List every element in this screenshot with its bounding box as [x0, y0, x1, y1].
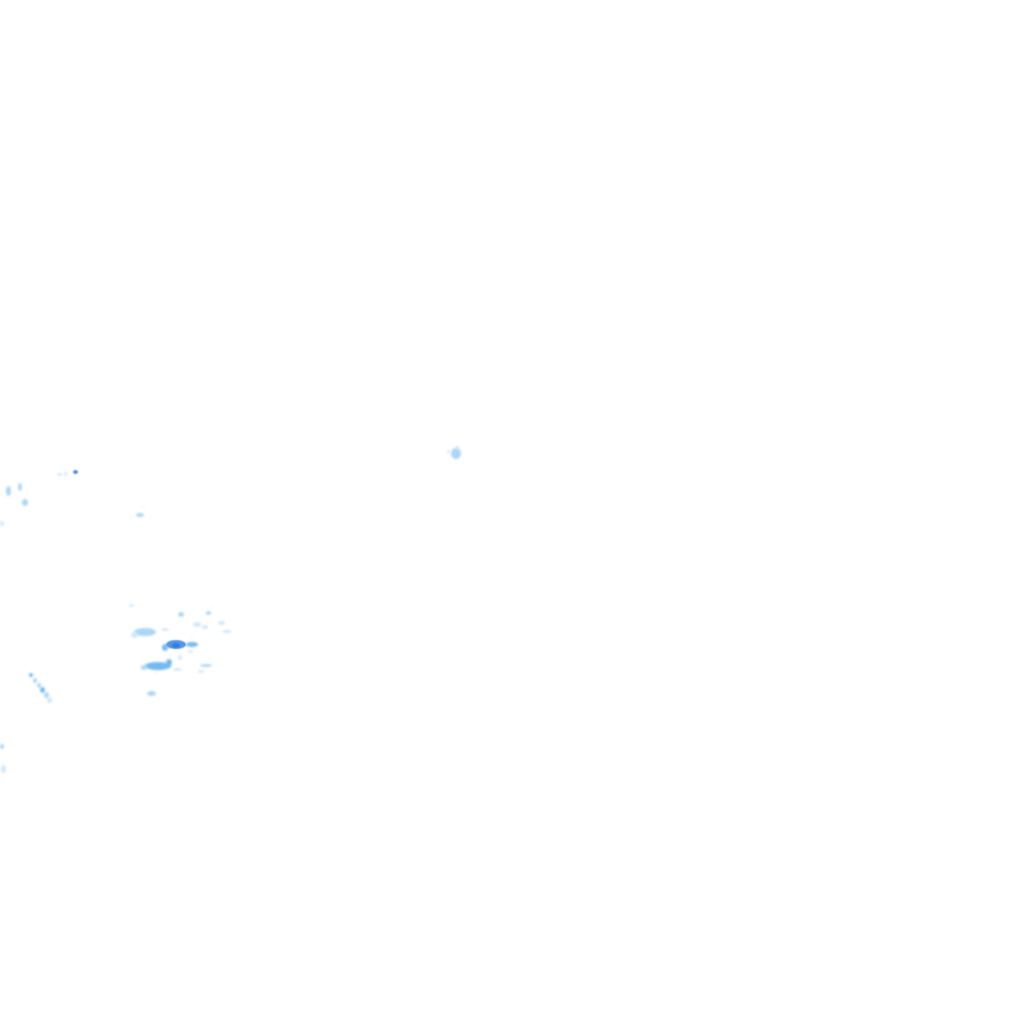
- precipitation-echo: [134, 628, 156, 636]
- precipitation-echo: [47, 697, 52, 703]
- precipitation-echo: [166, 659, 172, 666]
- precipitation-echo: [145, 662, 171, 670]
- precipitation-echo: [147, 691, 156, 696]
- precipitation-echo: [0, 744, 4, 749]
- precipitation-echo: [202, 625, 208, 629]
- precipitation-echo: [37, 683, 41, 688]
- precipitation-echo: [22, 499, 28, 506]
- precipitation-echo: [64, 472, 67, 476]
- precipitation-echo: [451, 448, 461, 459]
- precipitation-echo: [33, 678, 37, 683]
- precipitation-echo: [141, 665, 147, 670]
- precipitation-echo: [206, 611, 211, 615]
- precipitation-echo: [44, 692, 49, 698]
- precipitation-echo: [154, 672, 158, 674]
- precipitation-echo: [190, 637, 193, 639]
- precipitation-echo: [129, 604, 134, 607]
- precipitation-echo: [40, 687, 45, 693]
- precipitation-echo: [0, 521, 4, 526]
- precipitation-echo: [222, 630, 232, 633]
- precipitation-echo: [210, 607, 213, 609]
- precipitation-echo: [173, 668, 182, 671]
- precipitation-echo: [136, 513, 144, 517]
- precipitation-echo: [63, 477, 65, 479]
- precipitation-echo: [166, 640, 186, 649]
- precipitation-echo: [178, 612, 184, 617]
- precipitation-echo: [29, 673, 33, 677]
- precipitation-echo: [447, 450, 450, 453]
- precipitation-echo: [57, 473, 62, 476]
- precipitation-echo: [18, 483, 22, 491]
- precipitation-echo: [6, 486, 11, 496]
- precipitation-echo: [188, 650, 193, 653]
- precipitation-echo: [140, 506, 146, 508]
- precipitation-echo: [1, 765, 6, 773]
- precipitation-echo: [162, 644, 168, 651]
- precipitation-echo: [186, 642, 198, 647]
- precipitation-echo: [200, 664, 212, 667]
- precipitation-echo: [161, 628, 169, 631]
- precipitation-echo: [131, 632, 138, 638]
- precipitation-echo: [172, 643, 180, 648]
- precipitation-echo: [73, 470, 78, 474]
- precipitation-echo: [193, 622, 201, 627]
- precipitation-echo: [178, 655, 182, 660]
- precipitation-echo: [455, 446, 459, 449]
- precipitation-echo: [198, 670, 204, 673]
- precipitation-echo: [218, 621, 225, 625]
